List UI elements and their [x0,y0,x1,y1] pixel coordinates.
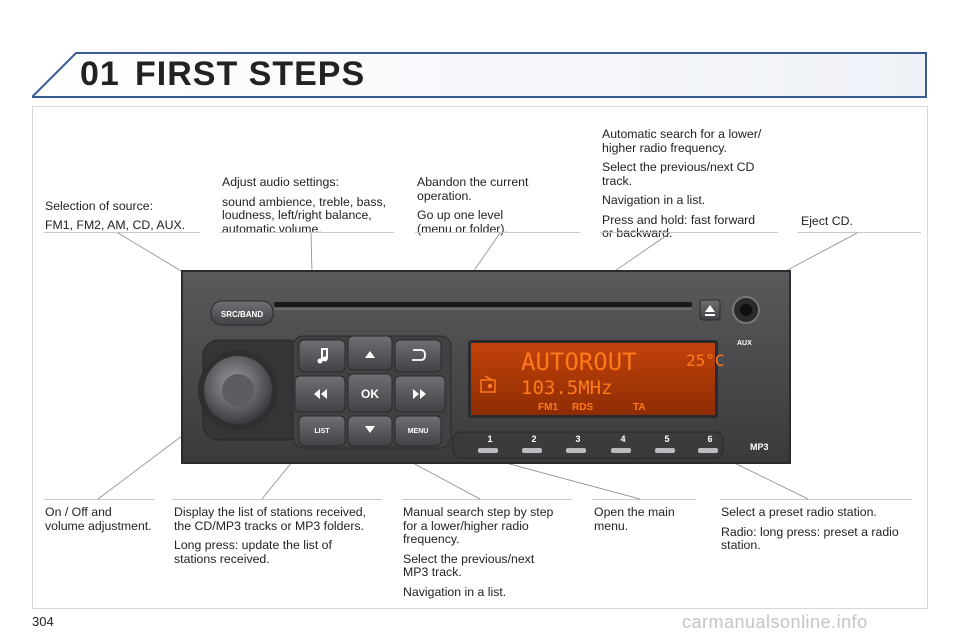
callout-text: Automatic search for a lower/ higher rad… [602,127,762,155]
next-button[interactable] [394,375,446,413]
callout-text: FM1, FM2, AM, CD, AUX. [45,217,186,232]
radio-unit: SRC/BAND AUX [181,270,791,464]
rewind-icon [314,389,327,399]
preset-number: 1 [487,434,492,444]
preset-buttons: 1 2 3 4 5 6 [478,434,718,453]
callout-text: sound ambience, treble, bass, loudness, … [222,194,387,236]
eject-icon [705,305,715,316]
callout-text: Selection of source: [45,199,154,213]
lcd-display: AUTOROUT 25°C 103.5MHz FM1 RDS TA [468,340,725,418]
callout-rule [797,232,921,233]
callout-auto-search: Automatic search for a lower/ higher rad… [602,127,782,241]
callout-eject: Eject CD. [801,214,911,229]
music-note-icon [317,348,328,364]
callout-text: Navigation in a list. [602,193,706,207]
callout-rule [402,499,572,500]
fast-forward-icon [413,389,426,399]
down-arrow-icon [365,426,375,433]
menu-button[interactable]: MENU [394,415,442,447]
callout-onoff: On / Off and volume adjustment. [45,505,175,533]
callout-rule [415,232,580,233]
callout-menu: Open the main menu. [594,505,704,533]
ok-label: OK [361,387,379,401]
preset-button[interactable]: 5 [655,434,675,453]
content-frame [32,106,928,609]
page-number: 304 [32,614,54,629]
callout-list: Display the list of stations received, t… [174,505,394,566]
callout-rule [220,232,394,233]
callout-abandon: Abandon the current operation. Go up one… [417,175,567,236]
preset-button[interactable]: 6 [698,434,718,453]
back-arrow-icon [412,349,426,361]
display-band: FM1 [538,402,558,413]
callout-text: Manual search step by step for a lower/h… [403,505,554,546]
src-band-button[interactable]: SRC/BAND [210,300,274,326]
list-label: LIST [314,428,330,435]
back-button[interactable] [394,339,442,373]
callout-text: Display the list of stations received, t… [174,505,367,533]
volume-knob[interactable] [198,350,278,430]
watermark: carmanualsonline.info [682,612,868,632]
callout-rule [592,499,696,500]
preset-number: 3 [575,434,580,444]
chapter-banner [32,52,927,98]
callout-text: Go up one level (menu or folder). [417,208,508,236]
chapter-number: 01 [80,55,120,93]
display-temperature: 25°C [686,351,725,370]
down-button[interactable] [347,415,393,447]
preset-number: 4 [620,434,625,444]
callout-text: Open the main menu. [594,505,675,533]
display-rds: RDS [572,402,593,413]
display-line2: 103.5MHz [521,377,613,399]
display-line1: AUTOROUT [521,348,637,376]
callout-text: Long press: update the list of stations … [174,538,332,566]
callout-text: Select the previous/next CD track. [602,160,755,188]
preset-button[interactable]: 2 [522,434,542,453]
callout-preset: Select a preset radio station. Radio: lo… [721,505,921,553]
eject-button[interactable] [699,299,721,321]
chapter-title: FIRST STEPS [135,55,366,93]
aux-label: AUX [737,340,752,347]
menu-label: MENU [408,428,429,435]
up-button[interactable] [347,335,393,371]
callout-text: Select a preset radio station. [721,505,877,519]
preset-number: 2 [531,434,536,444]
preset-number: 5 [664,434,669,444]
callout-text: On / Off and volume adjustment. [45,505,152,533]
mp3-label: MP3 [750,442,769,452]
callout-manual: Manual search step by step for a lower/h… [403,505,578,599]
callout-source: Selection of source: FM1, FM2, AM, CD, A… [45,199,205,232]
callout-audio: Adjust audio settings: sound ambience, t… [222,175,402,236]
callout-text: Radio: long press: preset a radio statio… [721,524,899,552]
list-button[interactable]: LIST [298,415,346,447]
radio-icon [480,375,496,393]
preset-button[interactable]: 4 [611,434,631,453]
preset-button[interactable]: 3 [566,434,586,453]
callout-rule [44,499,154,500]
callout-text: Eject CD. [801,214,853,228]
aux-jack[interactable] [732,296,760,324]
preset-button[interactable]: 1 [478,434,498,453]
callout-rule [172,499,382,500]
callout-text: Select the previous/next MP3 track. [403,551,535,579]
callout-text: Navigation in a list. [403,584,507,599]
src-band-label: SRC/BAND [221,310,263,319]
audio-settings-button[interactable] [298,339,346,373]
preset-number: 6 [707,434,712,444]
display-ta: TA [633,402,646,413]
callout-rule [44,232,200,233]
callout-text: Adjust audio settings: [222,175,339,189]
previous-button[interactable] [294,375,346,413]
callout-text: Abandon the current operation. [417,175,529,203]
up-arrow-icon [365,351,375,358]
callout-rule [720,499,912,500]
callout-rule [600,232,778,233]
callout-text: Press and hold: fast forward or backward… [602,212,756,240]
ok-button[interactable]: OK [347,373,393,413]
